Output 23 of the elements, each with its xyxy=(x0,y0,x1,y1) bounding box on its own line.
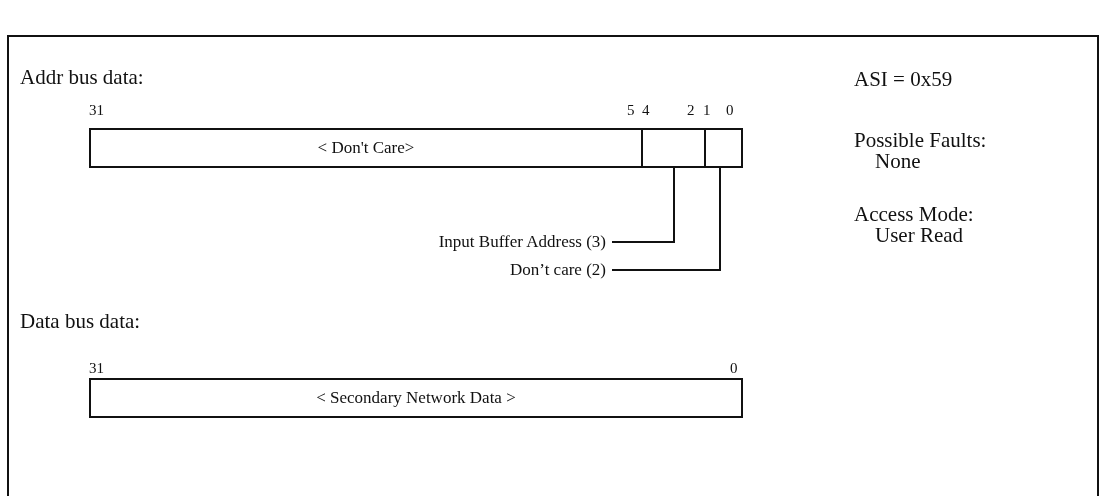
info-text: None xyxy=(875,151,921,172)
bit-number: 0 xyxy=(726,103,734,118)
register-field: < Secondary Network Data > xyxy=(89,378,743,418)
bit-number: 2 xyxy=(687,103,695,118)
info-text: ASI = 0x59 xyxy=(854,69,953,90)
field-label: Input Buffer Address (3) xyxy=(420,232,606,252)
section-heading: Data bus data: xyxy=(20,311,141,332)
bit-number: 0 xyxy=(730,361,738,376)
info-text: Access Mode: xyxy=(854,204,974,225)
bit-number: 5 xyxy=(627,103,635,118)
leader-line xyxy=(611,167,675,243)
bit-number: 31 xyxy=(89,103,104,118)
field-label: Don’t care (2) xyxy=(420,260,606,280)
leader-line xyxy=(611,167,721,271)
bit-number: 4 xyxy=(642,103,650,118)
register-field xyxy=(704,128,743,168)
register-field xyxy=(641,128,706,168)
info-text: Possible Faults: xyxy=(854,130,987,151)
register-field: < Don't Care> xyxy=(89,128,643,168)
section-heading: Addr bus data: xyxy=(20,67,144,88)
bit-number: 1 xyxy=(703,103,711,118)
info-text: User Read xyxy=(875,225,964,246)
bit-number: 31 xyxy=(89,361,104,376)
